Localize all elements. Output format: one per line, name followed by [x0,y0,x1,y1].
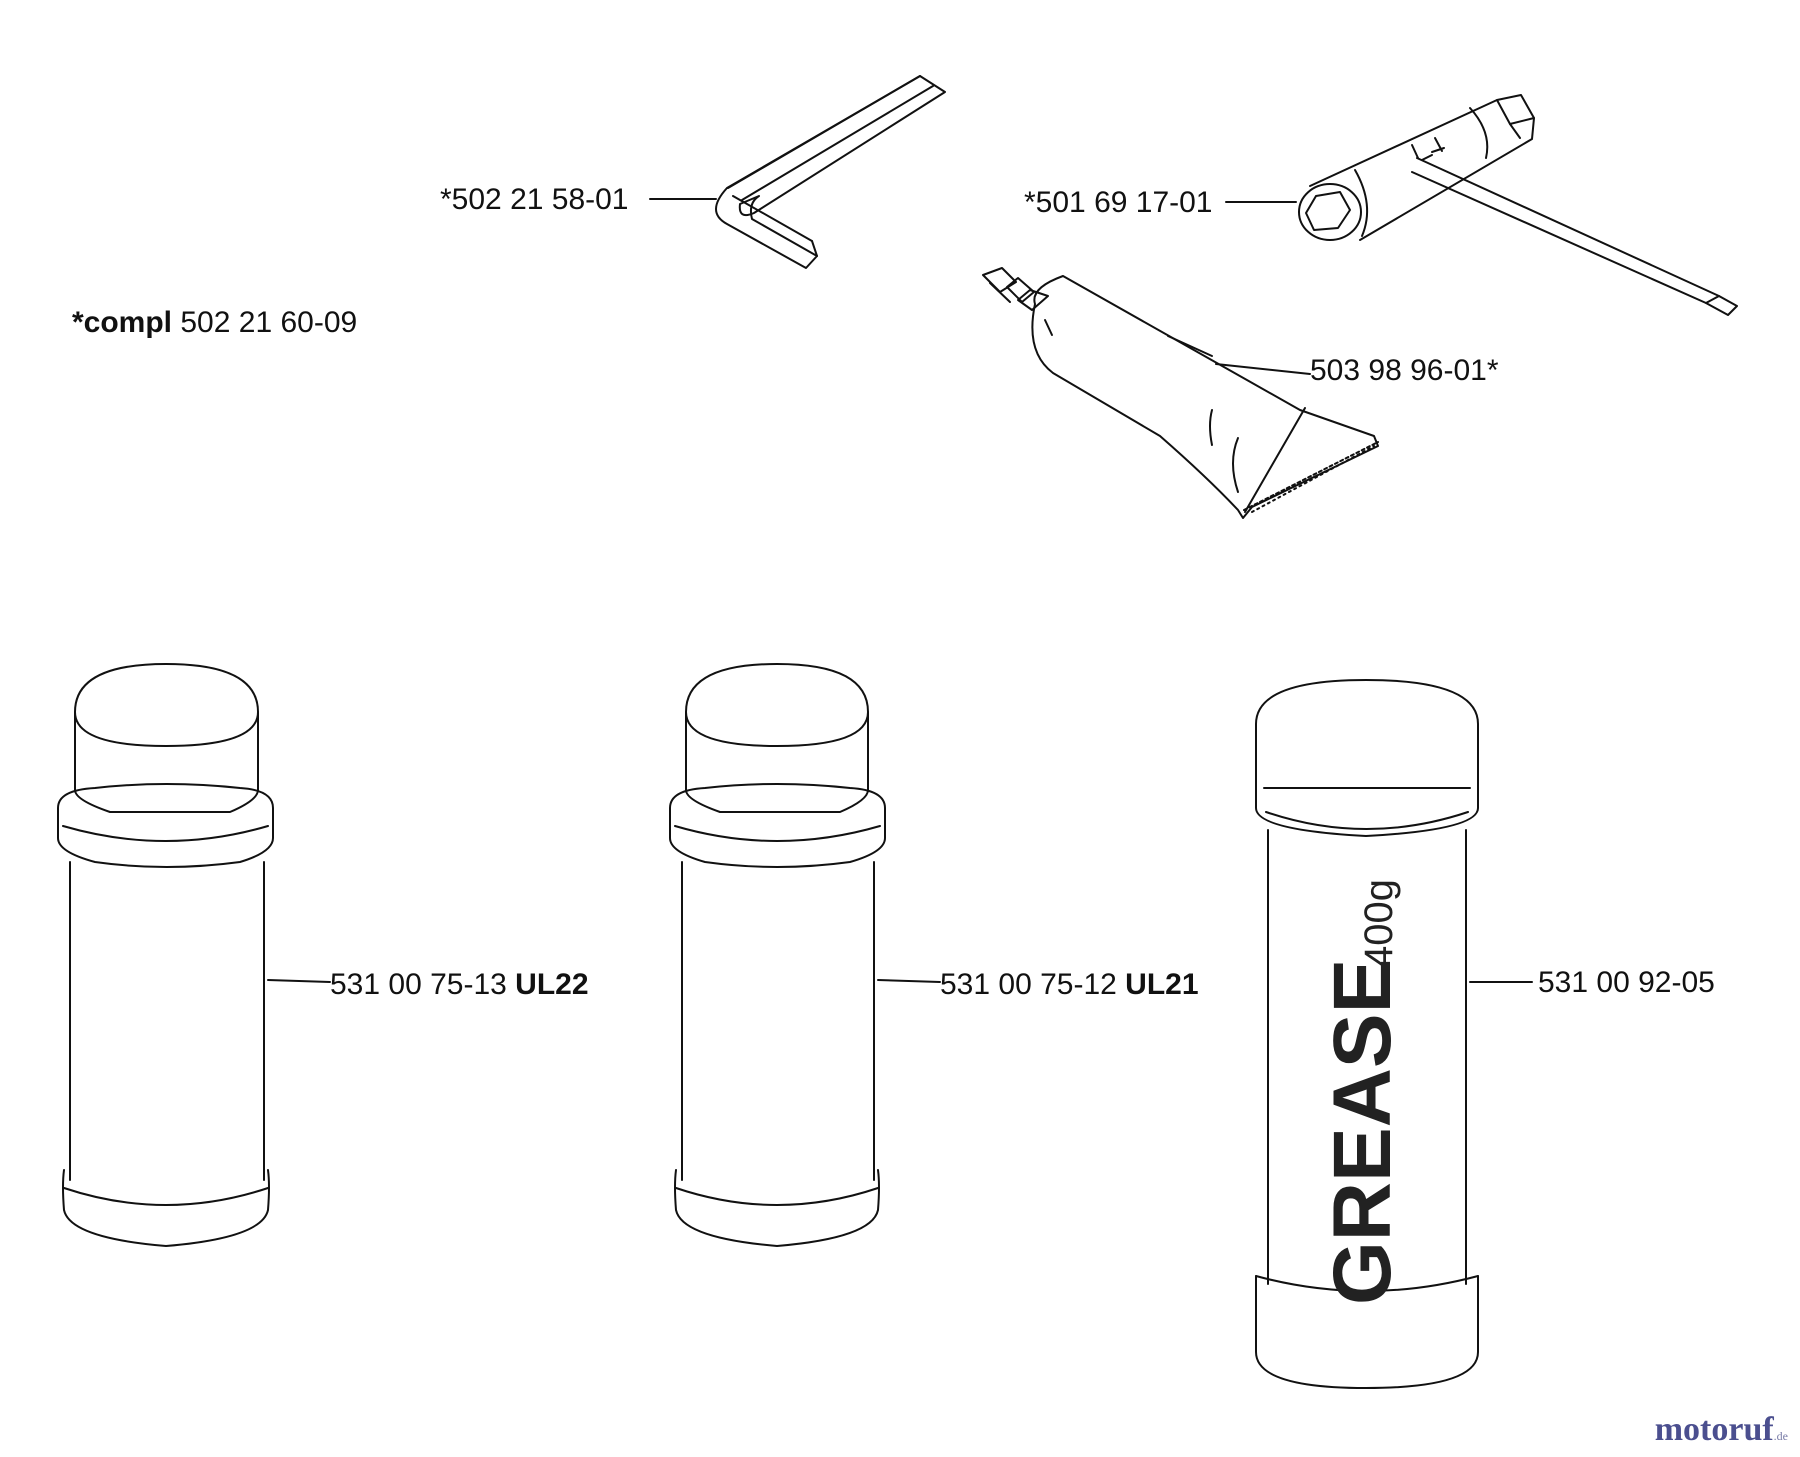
grease-cartridge-icon [1255,679,1479,1389]
cartridge-weight-text: 400g [1357,879,1401,968]
spray-can-icon [669,663,886,1247]
kit-code: 502 21 60-09 [180,306,358,339]
allen-key-icon [715,75,946,269]
part-number: 531 00 75-13 [330,968,507,1001]
spray-can-icon [57,663,274,1247]
watermark-brand: motoruf [1654,1411,1774,1448]
part-label-allen-key: *502 21 58-01 [440,185,629,215]
watermark-logo: motoruf.de [1655,1411,1788,1449]
part-label-combi-spanner: *501 69 17-01 [1024,188,1213,218]
part-label-spray-can-2: 531 00 75-12 UL21 [940,970,1199,1000]
leader-grease-tube [1215,363,1311,375]
cartridge-grease-text: GREASE [1317,959,1408,1305]
part-number: 531 00 75-12 [940,968,1117,1001]
combination-spanner-icon [1298,94,1738,316]
leader-spray-can-1 [267,979,331,983]
kit-label: *compl 502 21 60-09 [72,308,357,338]
kit-label-prefix: *compl [72,306,173,339]
part-label-grease-tube: 503 98 96-01* [1310,356,1499,386]
part-number: *502 21 58-01 [440,183,629,216]
part-tag: UL22 [515,968,589,1001]
watermark-tld: .de [1773,1429,1788,1443]
part-number: *501 69 17-01 [1024,186,1213,219]
part-tag: UL21 [1125,968,1199,1001]
part-label-grease-cartridge: 531 00 92-05 [1538,968,1715,998]
part-number: 503 98 96-01* [1310,354,1499,387]
grease-tube-icon [982,267,1379,519]
part-number: 531 00 92-05 [1538,966,1715,999]
part-label-spray-can-1: 531 00 75-13 UL22 [330,970,589,1000]
leader-spray-can-2 [877,979,941,983]
